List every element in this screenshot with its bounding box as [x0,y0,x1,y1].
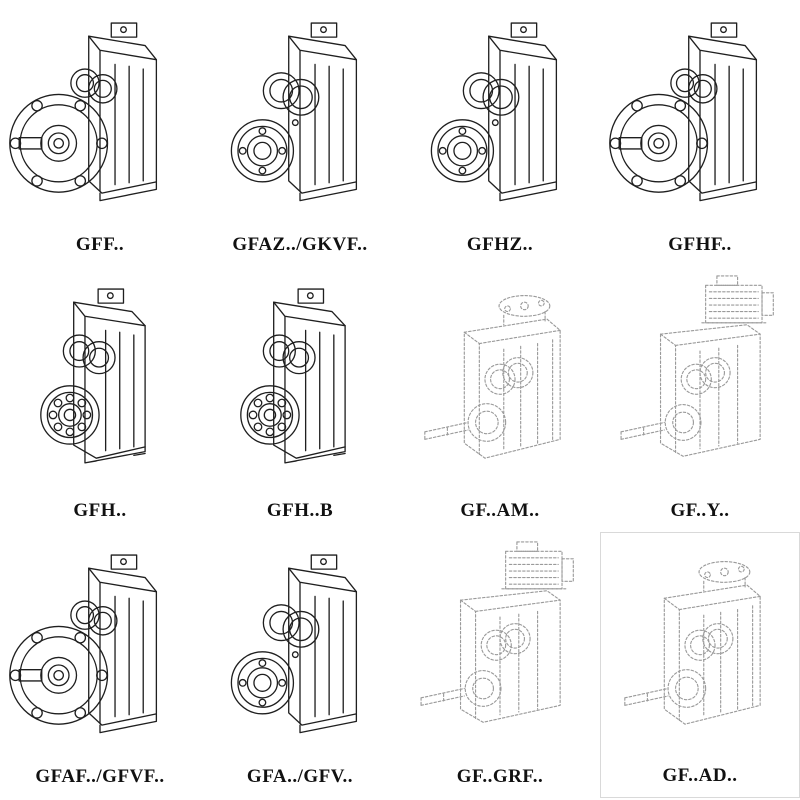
product-label: GFAF../GFVF.. [35,766,165,787]
gearbox-flange-front-drawing [2,536,198,762]
product-cell-gfaz-gkvf: GFAZ../GKVF.. [200,0,400,266]
product-cell-gfa-gfv: GFA../GFV.. [200,532,400,798]
product-cell-gfh-b: GFH..B [200,266,400,532]
product-label: GFHF.. [668,234,732,255]
product-cell-gfhf: GFHF.. [600,0,800,266]
product-label: GF..GRF.. [456,766,544,787]
product-cell-gf-grf: GF..GRF.. [400,532,600,798]
gearbox-shaft-flange-drawing [603,537,797,761]
product-cell-gf-ad: GF..AD.. [600,532,800,798]
product-cell-gf-am: GF..AM.. [400,266,600,532]
gearbox-with-motor-drawing [402,536,598,762]
product-label: GFA../GFV.. [246,766,354,787]
product-label: GFH.. [73,500,127,521]
product-label: GF..AM.. [460,500,540,521]
gearbox-flange-front-drawing [602,4,798,230]
product-label: GFAZ../GKVF.. [232,234,368,255]
gearbox-flange-front-drawing [2,4,198,230]
gearbox-hollow-bore-drawing [202,536,398,762]
gearbox-shaft-flange-drawing [402,270,598,496]
product-cell-gff: GFF.. [0,0,200,266]
product-label: GFF.. [75,234,125,255]
product-label: GFHZ.. [466,234,534,255]
product-cell-gf-y: GF..Y.. [600,266,800,532]
product-label: GF..Y.. [670,500,730,521]
gearbox-foot-bearing-drawing [202,270,398,496]
gearbox-with-motor-drawing [602,270,798,496]
product-label: GF..AD.. [662,765,738,786]
product-cell-gfaf-gfvf: GFAF../GFVF.. [0,532,200,798]
product-label: GFH..B [266,500,334,521]
gearbox-hollow-bore-drawing [402,4,598,230]
product-cell-gfh: GFH.. [0,266,200,532]
gearbox-foot-bearing-drawing [2,270,198,496]
gearbox-hollow-bore-drawing [202,4,398,230]
product-cell-gfhz: GFHZ.. [400,0,600,266]
